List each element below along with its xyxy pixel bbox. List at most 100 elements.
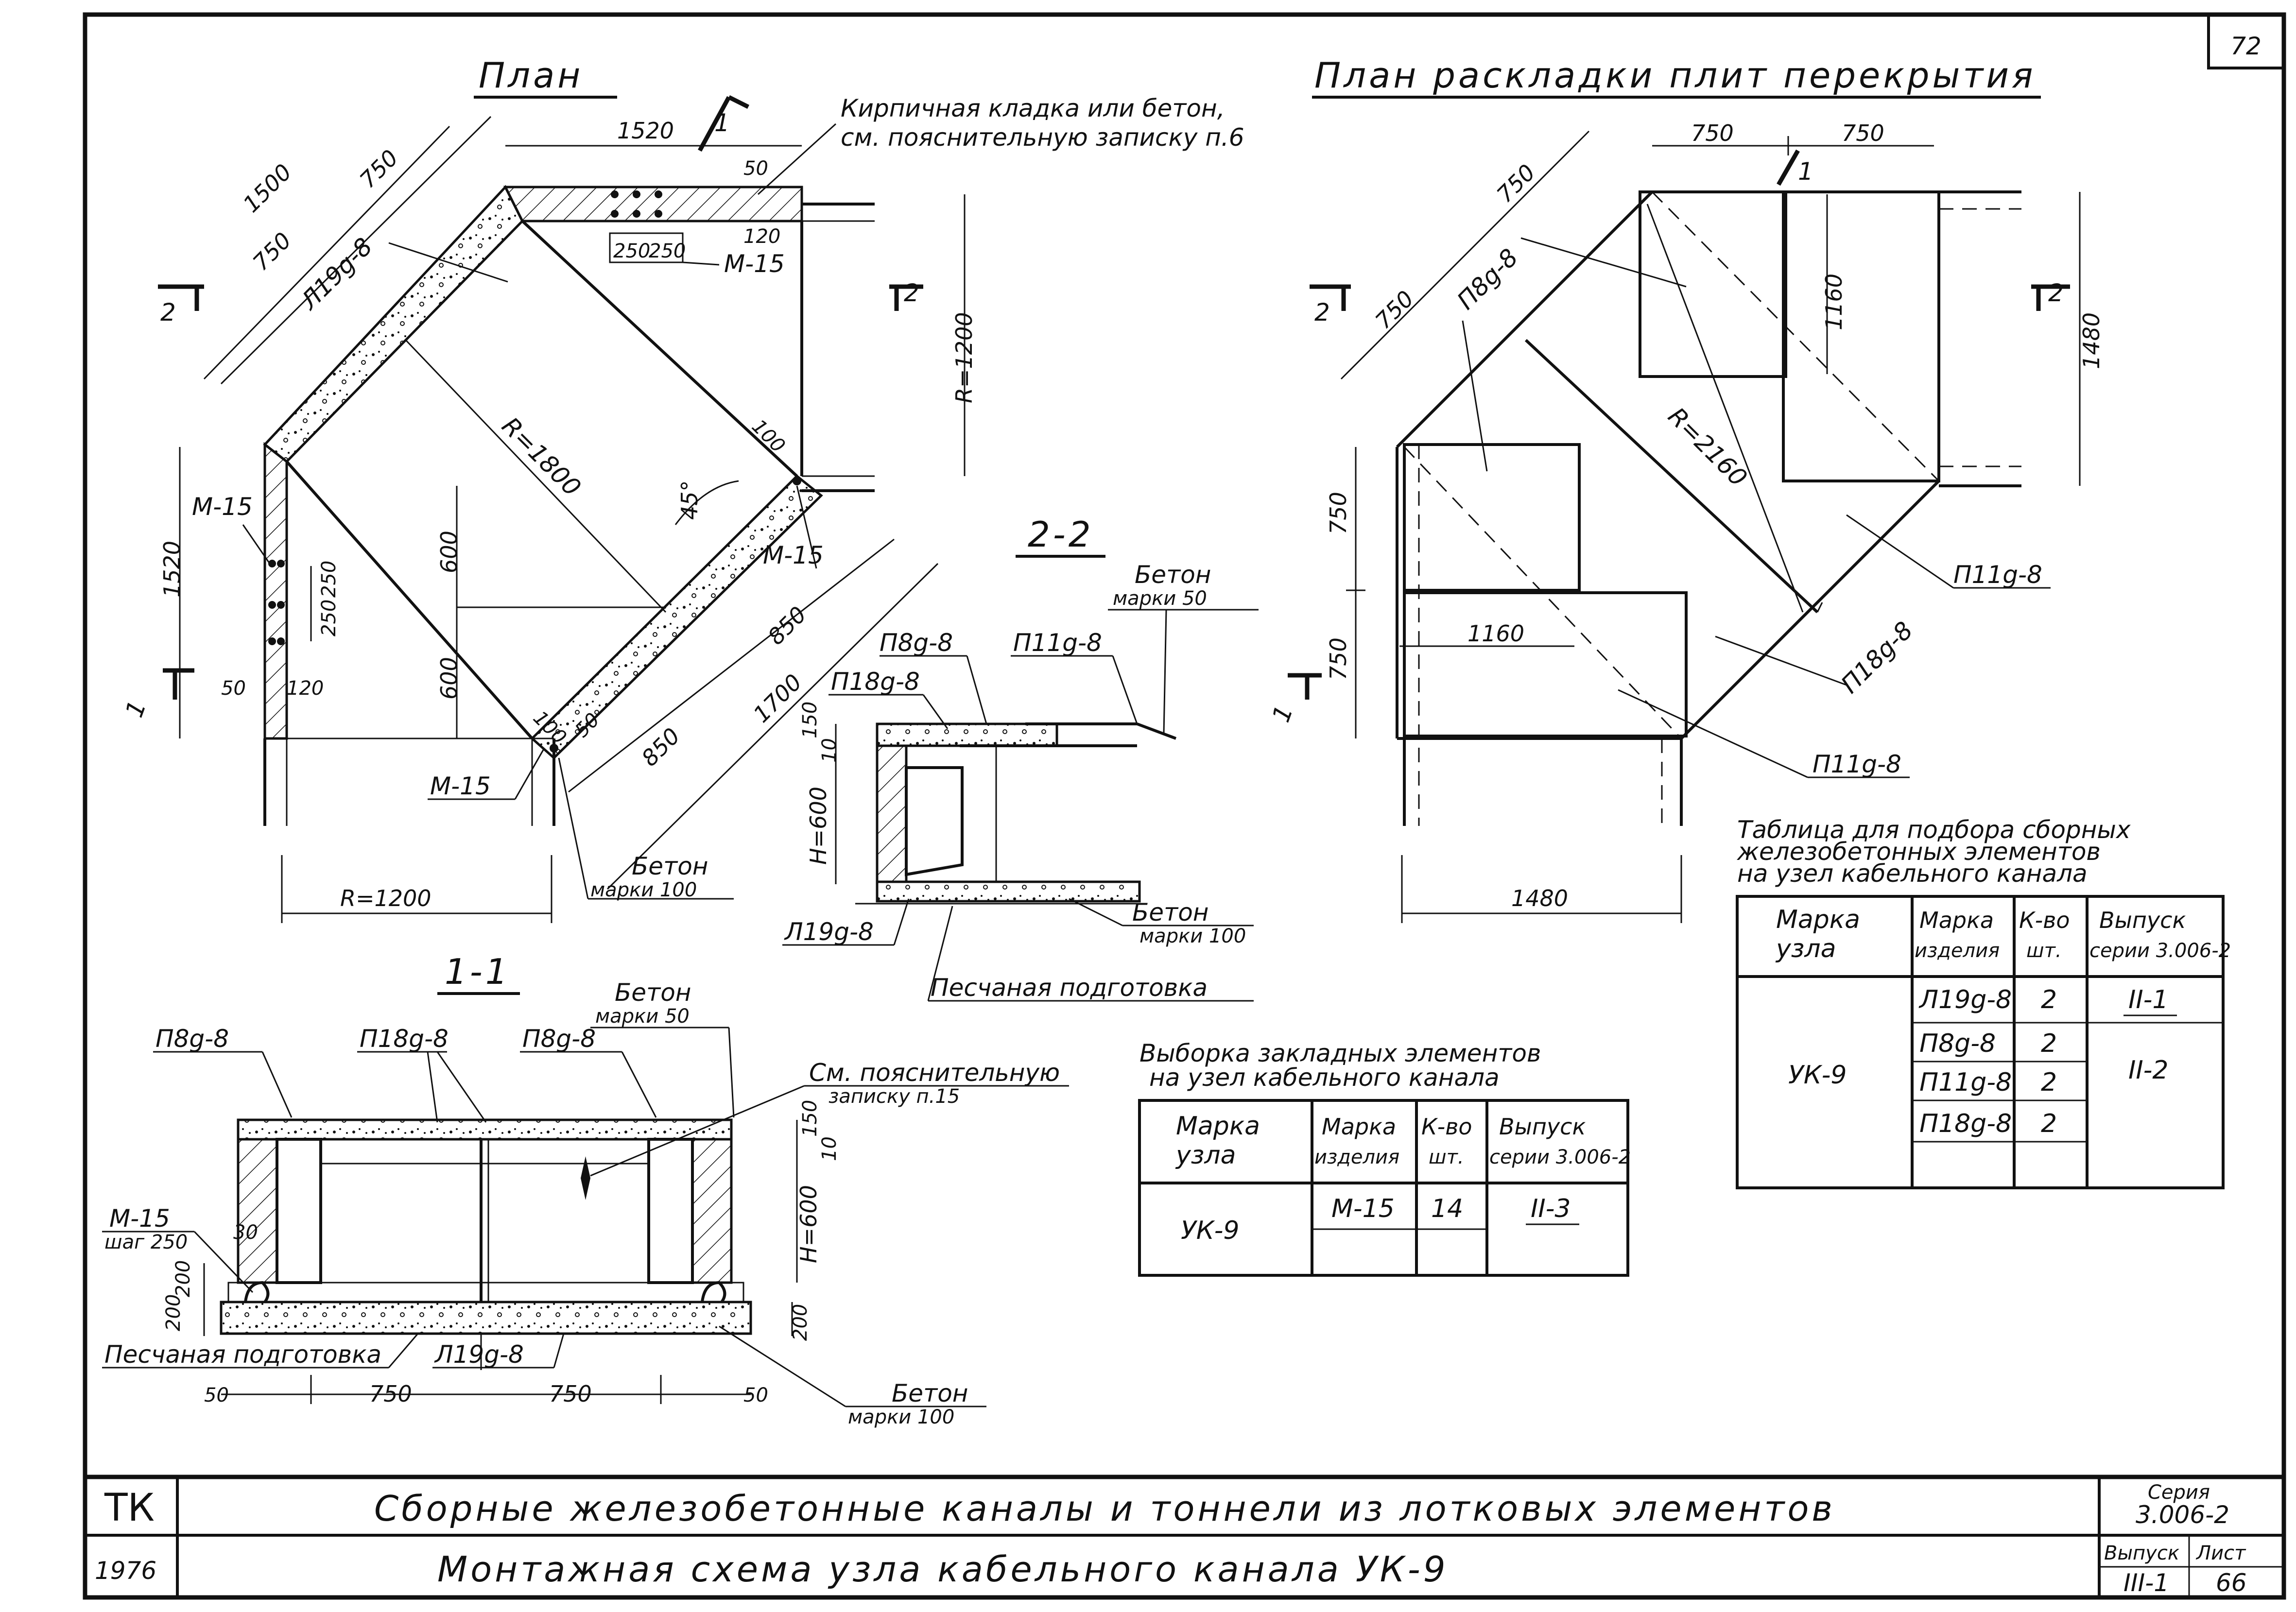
layout-p11-label-b: П11g-8 [1813, 750, 1901, 778]
layout-dim-750-left-a: 750 [1325, 492, 1351, 534]
section22-dim-10: 10 [818, 738, 841, 763]
plan-cut1-left: 1 [120, 697, 152, 721]
precast-header-qty: К-во [2019, 907, 2070, 933]
section11-step-label: шаг 250 [104, 1231, 188, 1253]
dim-250-a: 250 [613, 240, 650, 262]
section22-dim-150: 150 [799, 702, 821, 738]
section22-bottom-slab [876, 880, 1141, 903]
sheet-frame: 72 [83, 12, 2286, 1600]
section22-title: 2-2 [1028, 514, 1094, 555]
title-issue-value: III-1 [2123, 1569, 2169, 1597]
plan-m15-top-label: М-15 [724, 250, 785, 278]
precast-issue-2: II-2 [2128, 1056, 2169, 1085]
embedded-header-product: Марка [1322, 1114, 1396, 1140]
embedded-row-qty: 14 [1431, 1194, 1463, 1223]
section22-p11-label: П11g-8 [1013, 629, 1102, 657]
dim-250-d: 250 [318, 600, 340, 636]
section22-h600: H=600 [805, 787, 831, 865]
embedded-header-product-2: изделия [1314, 1146, 1399, 1168]
slab-top-left [1639, 190, 1787, 378]
slab-left-lower [1403, 591, 1688, 737]
section22-beton100: Бетон [1132, 898, 1208, 926]
section11-l19-label: Л19g-8 [434, 1340, 524, 1369]
section22-beton50: Бетон [1135, 561, 1211, 589]
section11-dim-200-b: 200 [162, 1294, 185, 1331]
layout-p18-label: П18g-8 [1835, 616, 1918, 699]
plan-l19-label: Л19g-8 [294, 232, 378, 316]
layout-dim-750-top-b: 750 [1842, 120, 1884, 146]
section22-p18-label: П18g-8 [831, 668, 920, 696]
plan-cut2-right: 2 [904, 279, 919, 307]
plan-left-wall [263, 442, 288, 740]
title-series-label: Серия [2148, 1481, 2210, 1504]
embedded-header-qty-2: шт. [1429, 1146, 1464, 1168]
section22-beton50-grade: марки 50 [1113, 587, 1207, 610]
dim-120: 120 [743, 225, 780, 248]
section11-bottom-slabs [220, 1301, 752, 1335]
section11-p8-right: П8g-8 [522, 1025, 596, 1053]
embedded-table-title-2: на узел кабельного канала [1149, 1063, 1500, 1092]
plan-beton-label: Бетон [632, 852, 708, 880]
dim-100-b: 100 [747, 415, 790, 458]
slab-top-right [1782, 190, 1940, 482]
layout-cut2-right: 2 [2048, 279, 2064, 307]
plan-title: План [479, 55, 583, 96]
layout-dim-750-diag-b: 750 [1492, 159, 1540, 208]
precast-table-title-3: на узел кабельного канала [1737, 859, 2088, 888]
section11-left-wall [237, 1138, 278, 1284]
title-sheet-label: Лист [2195, 1542, 2246, 1564]
section11-dim-50-a: 50 [204, 1384, 229, 1406]
section11-note-line1: См. пояснительную [809, 1059, 1060, 1087]
plan-m15-right-label: М-15 [763, 541, 824, 569]
embedded-row-issue: II-3 [1531, 1194, 1571, 1223]
plan-r1200-horizontal: R=1200 [340, 885, 432, 911]
precast-item-2-product: П8g-8 [1919, 1029, 1996, 1058]
precast-table-title-1: Таблица для подбора сборных [1737, 816, 2131, 844]
precast-item-3-qty: 2 [2041, 1068, 2057, 1097]
plan-cut2-left: 2 [160, 298, 176, 326]
section22-wall [876, 744, 908, 883]
layout-dim-1160-horizontal: 1160 [1467, 620, 1524, 647]
dim-1700: 1700 [748, 669, 807, 728]
section11-dim-30: 30 [233, 1221, 258, 1244]
precast-row-node: УК-9 [1788, 1061, 1847, 1090]
title-issue-label: Выпуск [2104, 1542, 2179, 1564]
plan-cut1-top: 1 [714, 109, 730, 137]
layout-dim-1480-vertical: 1480 [2078, 312, 2105, 369]
plan-view: План 1520 50 1 [120, 55, 1244, 923]
precast-item-1-qty: 2 [2041, 985, 2057, 1014]
layout-p11-label-a: П11g-8 [1953, 561, 2042, 589]
dim-600-b: 600 [436, 657, 462, 700]
section22-l19-label: Л19g-8 [784, 918, 874, 946]
section11-h600: H=600 [795, 1185, 822, 1263]
section11-top-slabs [237, 1118, 733, 1141]
precast-item-2-qty: 2 [2041, 1029, 2057, 1058]
dim-50: 50 [743, 157, 768, 180]
plan-m15-left-label: М-15 [192, 493, 253, 521]
layout-dim-750-left-b: 750 [1325, 637, 1351, 680]
layout-dim-1160-vertical: 1160 [1821, 274, 1847, 330]
slab-layout-plan: План раскладки плит перекрытия 750 750 [1267, 55, 2105, 923]
section11-right-wall [691, 1138, 733, 1284]
sheet-number: 72 [2230, 32, 2261, 60]
layout-plan-title: План раскладки плит перекрытия [1314, 55, 2036, 96]
layout-cut1-left: 1 [1267, 702, 1298, 726]
plan-m15-dots [268, 190, 801, 753]
section22-sand-label: Песчаная подготовка [931, 974, 1208, 1002]
layout-dim-750-diag-a: 750 [1370, 286, 1419, 334]
layout-dim-1480-horizontal: 1480 [1511, 885, 1568, 911]
embedded-header-issue: Выпуск [1499, 1114, 1586, 1140]
section-1-1: 1-1 П8g-8 П18g-8 П8g-8 Бетон марки 50 См… [102, 951, 1069, 1428]
dim-1520-top: 1520 [617, 118, 674, 144]
precast-header-qty-2: шт. [2026, 940, 2062, 962]
section11-dim-150: 150 [799, 1100, 821, 1137]
layout-dim-750-top-a: 750 [1691, 120, 1734, 146]
dim-750-diag-b: 750 [355, 145, 403, 193]
precast-header-product-2: изделия [1915, 940, 2000, 962]
section22-beton100-grade: марки 100 [1139, 925, 1246, 947]
embedded-table-title-1: Выборка закладных элементов [1139, 1039, 1541, 1067]
dim-50-b: 50 [221, 677, 246, 700]
section11-sand-label: Песчаная подготовка [104, 1340, 381, 1369]
section11-beton100: Бетон [892, 1379, 968, 1407]
